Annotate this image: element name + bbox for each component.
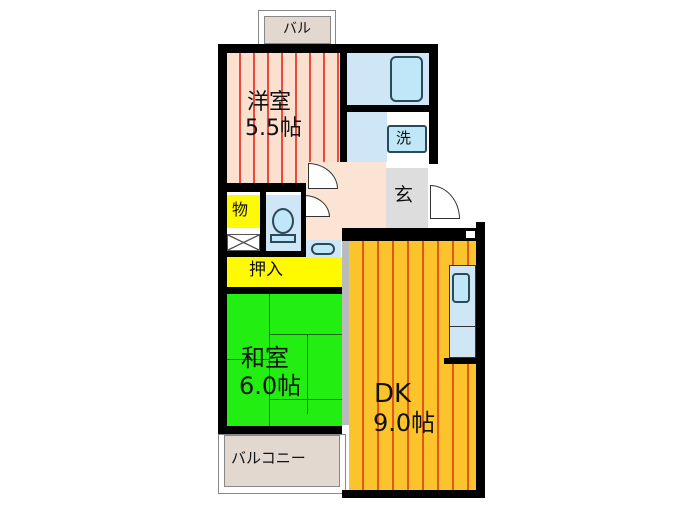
western-room-size: 5.5帖 — [245, 116, 302, 141]
wall-storage-right — [260, 192, 266, 256]
balcony-top: バル — [264, 16, 331, 44]
storage-label: 物 — [232, 200, 249, 219]
kitchen-counter-divider — [449, 326, 476, 327]
wall-dk-left — [342, 235, 349, 425]
wall-dk-bottom — [342, 490, 485, 498]
balcony-bottom: バルコニー — [224, 435, 340, 487]
wall-toilet-right — [301, 192, 306, 256]
storage-x-box — [227, 234, 260, 251]
washer-label: 洗 — [396, 129, 412, 147]
washbasin-icon — [311, 243, 335, 255]
wall-right-upper — [429, 44, 438, 164]
closet: 押入 — [227, 257, 342, 287]
wall-kitchen-bottom — [444, 358, 476, 364]
wall-mid-horizontal — [218, 251, 306, 257]
western-room: 洋室 5.5帖 — [227, 53, 340, 183]
kitchen-sink-icon — [452, 273, 470, 303]
wall-western-bottom — [218, 183, 308, 192]
storage: 物 — [227, 195, 260, 228]
closet-label: 押入 — [249, 260, 283, 280]
entrance: 玄 — [386, 168, 428, 228]
vent-icon — [466, 231, 475, 238]
dining-kitchen: DK 9.0帖 — [349, 241, 476, 490]
japanese-room-size: 6.0帖 — [239, 372, 302, 400]
washer-icon: 洗 — [387, 125, 427, 153]
entrance-label: 玄 — [394, 184, 414, 206]
balcony-bottom-label: バルコニー — [231, 449, 306, 467]
bathtub-icon — [390, 56, 423, 102]
western-room-name: 洋室 — [247, 90, 292, 115]
japanese-room-name: 和室 — [241, 344, 289, 372]
dk-name: DK — [374, 379, 412, 409]
wall-japanese-bottom — [218, 426, 342, 435]
wall-closet-bottom — [218, 287, 342, 294]
wall-western-right — [340, 44, 347, 194]
balcony-top-label: バル — [283, 21, 311, 37]
toilet-icon — [272, 208, 294, 234]
dk-size: 9.0帖 — [373, 409, 436, 437]
wall-dk-right — [476, 222, 485, 498]
washroom-floor — [347, 112, 387, 162]
wall-left — [218, 44, 227, 436]
toilet-tank-icon — [270, 234, 296, 243]
japanese-room: 和室 6.0帖 — [227, 294, 342, 426]
wall-top — [218, 44, 438, 53]
wall-bath-bottom — [347, 105, 429, 112]
door-arc-entrance — [430, 185, 460, 219]
wall-dk-top — [342, 228, 484, 241]
